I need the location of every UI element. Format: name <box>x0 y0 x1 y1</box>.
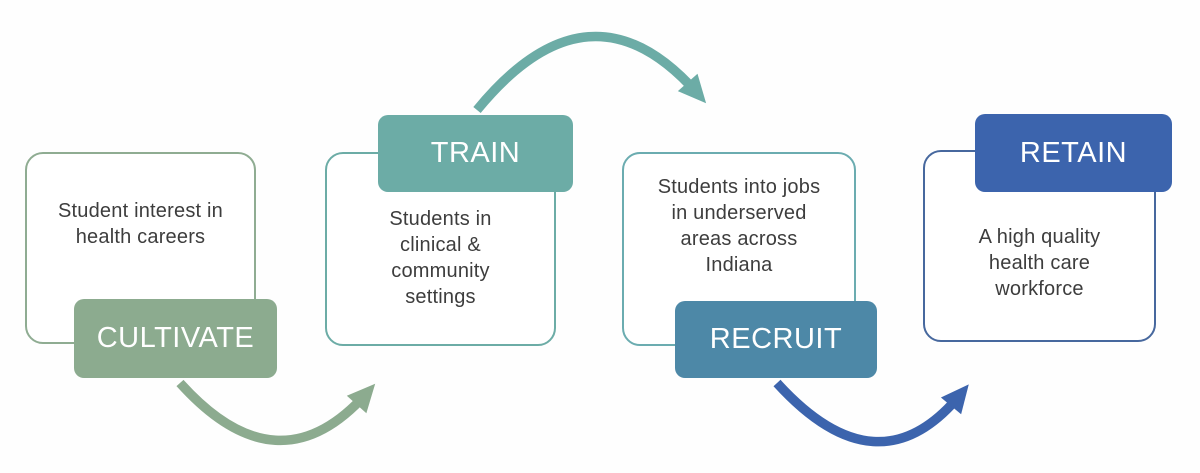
step-description-recruit: Students into jobs in underserved areas … <box>657 176 821 276</box>
step-label-recruit: RECRUIT <box>675 301 877 378</box>
step-description-cultivate: Student interest in health careers <box>57 200 223 248</box>
step-card-cultivate: Student interest in health careers <box>25 152 256 344</box>
step-label-cultivate: CULTIVATE <box>74 299 277 378</box>
step-description-train: Students in clinical & community setting… <box>389 208 492 308</box>
arrow-train-to-recruit <box>473 31 707 114</box>
step-label-retain: RETAIN <box>975 114 1172 192</box>
step-label-train: TRAIN <box>378 115 573 192</box>
step-description-retain: A high quality health care workforce <box>978 226 1101 300</box>
arrow-cultivate-to-train <box>176 379 376 445</box>
arrow-recruit-to-retain <box>773 379 969 447</box>
